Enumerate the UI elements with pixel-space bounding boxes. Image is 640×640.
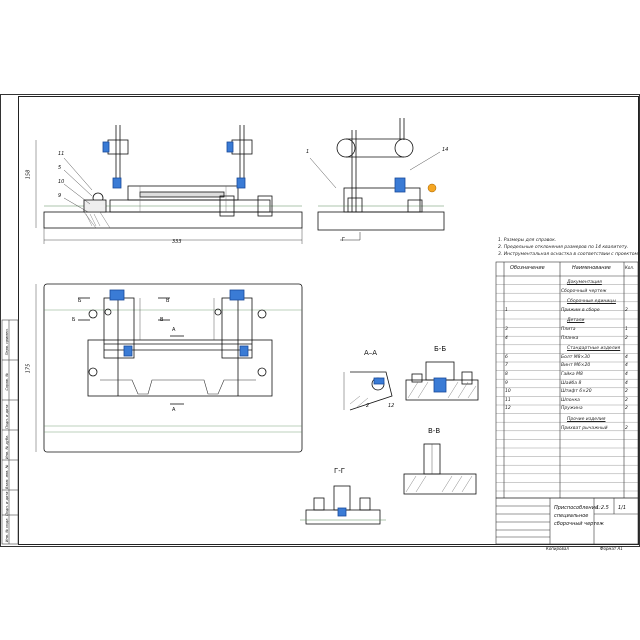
spec-row-name: Прихват рычажный [561, 425, 608, 431]
spec-row-pos: 4 [505, 335, 508, 341]
spec-row-pos: 9 [505, 380, 508, 386]
note-2: 2. Предельные отклонения размеров по 14 … [498, 245, 629, 250]
section-label-b-b: Б-Б [434, 345, 447, 353]
title-block-grid [495, 497, 639, 545]
side-strip-label: Перв. примен. [5, 328, 10, 356]
spec-row-qty: 4 [625, 372, 628, 377]
cut-mark-v-mid2: В [160, 317, 164, 323]
note-1: 1. Размеры для справок. [498, 238, 557, 243]
spec-row-pos: 12 [505, 406, 511, 412]
spec-row-name: Прижим в сборе [561, 307, 600, 313]
side-strip-label: Справ. № [5, 373, 10, 391]
sheet-inner-frame [18, 96, 639, 545]
cut-mark-v-mid: В [166, 298, 170, 304]
dimension-plan-height: 175 [25, 363, 32, 374]
spec-row-pos: 7 [505, 363, 508, 369]
spec-row-qty: 1 [625, 327, 628, 332]
spec-row-qty: 2 [625, 425, 628, 431]
side-strip-label: Инв. № дубл. [5, 434, 10, 460]
section-a-a [343, 371, 393, 411]
cut-mark-a-bottom: A [172, 407, 176, 413]
spec-row-name: Гайка М8 [561, 372, 583, 377]
side-strip [1, 319, 19, 545]
spec-row-name: Шпонка [561, 397, 580, 403]
leader-14: 14 [442, 147, 449, 153]
spec-section-title-text: Стандартные изделия [567, 346, 621, 352]
cut-mark-a-top: A [172, 327, 176, 333]
plan-view [35, 283, 303, 453]
leader-12: 12 [388, 403, 395, 409]
title-name-line2: специальное [554, 513, 589, 519]
spec-row-pos: 3 [505, 327, 508, 332]
leader-1: 1 [306, 149, 310, 155]
cut-mark-b-left: Б [78, 298, 82, 304]
spec-row-pos: 10 [505, 389, 511, 395]
spec-section-title-text: Документация [567, 280, 602, 285]
spec-row-name: Штифт 6×20 [561, 389, 592, 395]
spec-row-pos: 6 [505, 354, 508, 360]
section-b-b [405, 361, 479, 401]
spec-row-name: Сборочный чертеж [561, 288, 607, 294]
spec-row-name: Пружина [561, 406, 583, 412]
spec-row-qty: 4 [625, 354, 628, 360]
leader-5: 5 [58, 165, 62, 171]
spec-row-qty: 2 [625, 406, 628, 412]
title-sheet: 1/1 [618, 505, 627, 511]
title-format: Формат А1 [600, 546, 623, 551]
spec-row-pos: 8 [505, 372, 508, 377]
spec-table-grid [495, 261, 639, 499]
cut-mark-b-left2: Б [72, 317, 76, 323]
cut-mark-g-side: Г [342, 237, 346, 243]
spec-row-qty: 4 [625, 363, 628, 369]
side-strip-label: Подп. и дата [5, 404, 10, 430]
note-3: 3. Инструментальная оснастка в соответст… [498, 252, 640, 257]
spec-table-row-lines [496, 284, 638, 492]
leader-10: 10 [58, 179, 65, 185]
side-strip-label: Инв. № подл. [5, 517, 10, 543]
section-g-g [300, 485, 386, 525]
spec-row-qty: 2 [625, 397, 628, 403]
spec-header-qty: Кол. [625, 265, 635, 270]
spec-row-name: Планка [561, 335, 579, 341]
spec-row-qty: 4 [625, 380, 628, 386]
side-view [309, 118, 445, 241]
leader-2: 2 [366, 403, 370, 409]
spec-row-qty: 2 [625, 307, 628, 313]
spec-row-name: Винт М6×20 [561, 363, 591, 369]
title-name-line1: Приспособление [554, 505, 599, 511]
front-view [35, 125, 303, 244]
spec-row-name: Плита [561, 327, 576, 332]
spec-row-pos: 11 [505, 397, 511, 403]
spec-section-title-text: Сборочные единицы [567, 299, 616, 305]
dimension-front-width: 333 [172, 239, 182, 245]
spec-row-pos: 1 [505, 307, 508, 313]
leader-9: 9 [58, 193, 62, 199]
spec-row-name: Болт М8×30 [561, 354, 591, 360]
dimension-front-height: 158 [25, 169, 32, 180]
spec-section-title-text: Детали [567, 318, 585, 324]
section-label-a-a: A–A [364, 349, 378, 357]
side-strip-label: Взам. инв. № [5, 464, 10, 489]
spec-row-qty: 2 [625, 335, 628, 341]
section-label-g-g: Г-Г [334, 467, 346, 475]
spec-row-name: Шайба 8 [561, 380, 582, 386]
title-scale: 1:2.5 [596, 505, 609, 511]
section-v-v [403, 443, 477, 495]
section-label-v-v: В-В [428, 427, 441, 435]
side-strip-label: Подп. и дата [5, 491, 10, 517]
spec-row-qty: 2 [625, 389, 628, 395]
title-copied: Копировал [546, 546, 569, 551]
sheet-frame [0, 94, 640, 547]
title-name-line3: сборочный чертеж [554, 521, 604, 527]
spec-section-title-text: Прочие изделия [567, 417, 606, 422]
spec-header-name: Наименование [572, 265, 611, 271]
spec-header-designation: Обозначение [510, 265, 545, 271]
leader-11: 11 [58, 151, 65, 157]
